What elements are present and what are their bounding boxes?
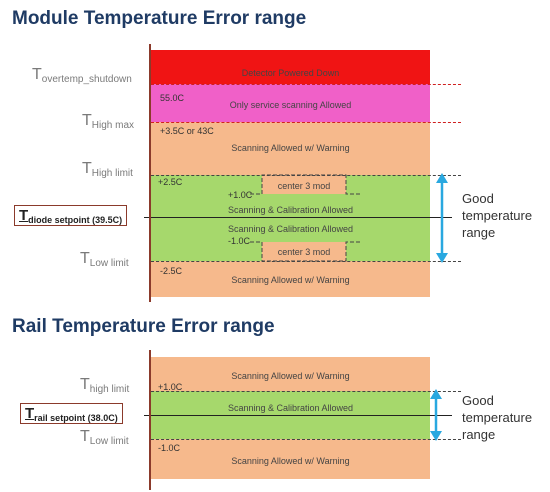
module-title: Module Temperature Error range [12, 8, 307, 29]
rail-axis [149, 350, 151, 490]
rail-good-range-label: Good temperature range [462, 393, 533, 442]
module-value-m25: -2.5C [160, 266, 183, 276]
rail-label-high-limit: Thigh limit [80, 376, 130, 395]
module-zone-center-top-notch [262, 175, 346, 194]
rail-value-m10: -1.0C [158, 443, 181, 453]
module-zone-center-bottom-notch [262, 242, 346, 261]
module-text-center-bottom: center 3 mod [277, 247, 331, 257]
module-value-35: +3.5C or 43C [160, 126, 214, 136]
rail-line-low-limit [151, 439, 461, 440]
module-text-calibration-upper: Scanning & Calibration Allowed [227, 205, 354, 215]
module-zone-warning-bottom [151, 261, 430, 297]
module-value-10: +1.0C [228, 190, 253, 200]
rail-label-low-limit: TLow limit [80, 428, 129, 447]
module-label-high-limit: THigh limit [82, 160, 133, 179]
module-value-25: +2.5C [158, 177, 183, 187]
module-line-low-limit [151, 261, 461, 262]
rail-text-calibration: Scanning & Calibration Allowed [227, 403, 354, 413]
module-line-high-max [151, 122, 461, 123]
rail-setpoint-box: Trail setpoint (38.0C) [20, 403, 123, 424]
module-axis [149, 44, 151, 302]
module-zone-service [151, 84, 430, 122]
module-text-service: Only service scanning Allowed [229, 100, 352, 110]
rail-zone-warning-bottom [151, 439, 430, 479]
module-text-powered-down: Detector Powered Down [241, 68, 340, 78]
module-label-high-max: THigh max [82, 112, 135, 131]
module-text-calibration-lower: Scanning & Calibration Allowed [227, 224, 354, 234]
module-zone-warning-top [151, 122, 430, 175]
rail-line-setpoint [144, 415, 452, 416]
module-text-center-top: center 3 mod [277, 181, 331, 191]
module-text-warning-bottom: Scanning Allowed w/ Warning [231, 275, 350, 285]
module-good-range-arrow [436, 173, 448, 263]
rail-good-range-arrow [430, 389, 442, 441]
rail-text-warning-bottom: Scanning Allowed w/ Warning [231, 456, 350, 466]
module-line-high-limit [151, 175, 461, 176]
rail-zone-warning-top [151, 357, 430, 391]
module-label-low-limit: TLow limit [80, 250, 129, 269]
rail-text-warning-top: Scanning Allowed w/ Warning [231, 371, 350, 381]
module-text-warning-top: Scanning Allowed w/ Warning [231, 143, 350, 153]
rail-title: Rail Temperature Error range [12, 316, 275, 337]
rail-line-high-limit [151, 391, 461, 392]
module-value-m10: -1.0C [228, 236, 251, 246]
module-line-overtemp [151, 84, 461, 85]
module-good-range-label: Good temperature range [462, 191, 533, 240]
module-setpoint-box: Tdiode setpoint (39.5C) [14, 205, 128, 226]
module-line-setpoint [144, 217, 452, 218]
module-label-overtemp: Tovertemp_shutdown [32, 66, 132, 85]
module-value-55: 55.0C [160, 93, 185, 103]
rail-value-10: +1.0C [158, 382, 183, 392]
module-zone-powered-down [151, 50, 430, 84]
